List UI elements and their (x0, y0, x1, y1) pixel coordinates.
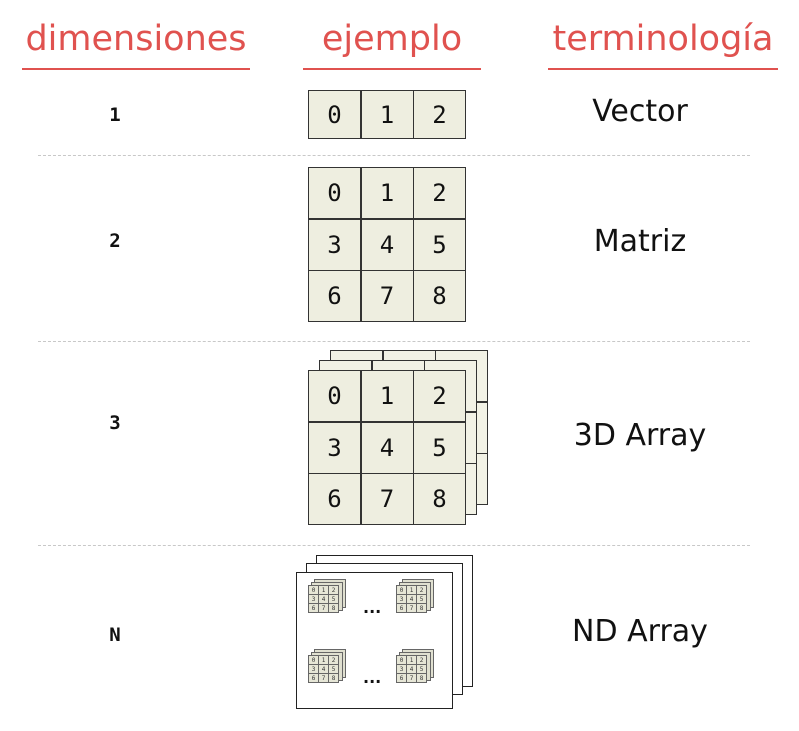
mini-cell: 8 (417, 674, 426, 682)
grid-cell: 3 (309, 219, 360, 270)
grid-cell: 1 (361, 371, 413, 421)
mini-cell: 3 (397, 595, 406, 603)
row-separator (38, 155, 750, 156)
mini-cell: 2 (417, 656, 426, 664)
mini-cell: 4 (319, 595, 328, 603)
mini-cell: 0 (397, 586, 406, 594)
grid-cell: 8 (414, 271, 465, 321)
mini-cell: 5 (329, 665, 338, 673)
ellipsis-bottom: ... (363, 668, 382, 687)
mini-cell: 2 (417, 586, 426, 594)
grid-cell: 5 (414, 422, 465, 473)
term-vector: Vector (592, 94, 688, 129)
mini-cell: 6 (309, 674, 318, 682)
vector-grid: 0 1 2 (308, 90, 466, 139)
grid-cell: 7 (361, 271, 413, 321)
mini-cell: 2 (329, 586, 338, 594)
grid-cell: 2 (414, 91, 465, 138)
mini-cell: 7 (319, 604, 328, 612)
header-terminology: terminología (548, 14, 778, 70)
grid-cell: 6 (309, 271, 360, 321)
array3d-front-grid: 0 1 2 3 4 5 6 7 8 (308, 370, 466, 525)
mini-cell: 6 (397, 604, 406, 612)
mini-cell: 3 (309, 595, 318, 603)
dimension-label-n: N (109, 624, 121, 646)
grid-cell: 0 (309, 371, 360, 421)
grid-cell: 4 (361, 422, 413, 473)
dimension-label-2: 2 (109, 230, 121, 252)
mini-cell: 1 (319, 586, 328, 594)
grid-cell: 2 (414, 371, 465, 421)
mini-cell: 4 (407, 595, 416, 603)
mini-cell: 0 (397, 656, 406, 664)
grid-cell: 6 (309, 474, 360, 524)
grid-cell: 3 (309, 422, 360, 473)
mini-cell: 8 (329, 604, 338, 612)
grid-cell: 0 (309, 168, 360, 218)
grid-cell: 0 (309, 91, 360, 138)
dimension-label-3: 3 (109, 412, 121, 434)
mini-cell: 5 (329, 595, 338, 603)
mini-cell: 4 (407, 665, 416, 673)
matrix-grid: 0 1 2 3 4 5 6 7 8 (308, 167, 466, 322)
mini-cell: 1 (407, 586, 416, 594)
row-separator (38, 341, 750, 342)
ellipsis-top: ... (363, 598, 382, 617)
mini-cell: 2 (329, 656, 338, 664)
mini-cell: 3 (309, 665, 318, 673)
term-3d-array: 3D Array (573, 418, 707, 453)
mini-cell: 7 (407, 674, 416, 682)
dimension-label-1: 1 (109, 104, 121, 126)
grid-cell: 4 (361, 219, 413, 270)
row-separator (38, 545, 750, 546)
grid-cell: 1 (361, 91, 413, 138)
mini-cell: 3 (397, 665, 406, 673)
grid-cell: 5 (414, 219, 465, 270)
header-dimensions: dimensiones (22, 14, 250, 70)
grid-cell: 8 (414, 474, 465, 524)
mini-cell: 1 (319, 656, 328, 664)
mini-cell: 6 (397, 674, 406, 682)
mini-cell: 7 (407, 604, 416, 612)
grid-cell: 2 (414, 168, 465, 218)
mini-cell: 5 (417, 595, 426, 603)
grid-cell: 1 (361, 168, 413, 218)
mini-cell: 6 (309, 604, 318, 612)
grid-cell: 7 (361, 474, 413, 524)
mini-cell: 7 (319, 674, 328, 682)
mini-cell: 5 (417, 665, 426, 673)
mini-cell: 8 (417, 604, 426, 612)
term-matrix: Matriz (593, 224, 687, 259)
mini-cell: 1 (407, 656, 416, 664)
mini-cell: 8 (329, 674, 338, 682)
header-example: ejemplo (303, 14, 481, 70)
term-nd-array: ND Array (572, 614, 708, 649)
mini-cell: 0 (309, 656, 318, 664)
mini-cell: 4 (319, 665, 328, 673)
mini-cell: 0 (309, 586, 318, 594)
